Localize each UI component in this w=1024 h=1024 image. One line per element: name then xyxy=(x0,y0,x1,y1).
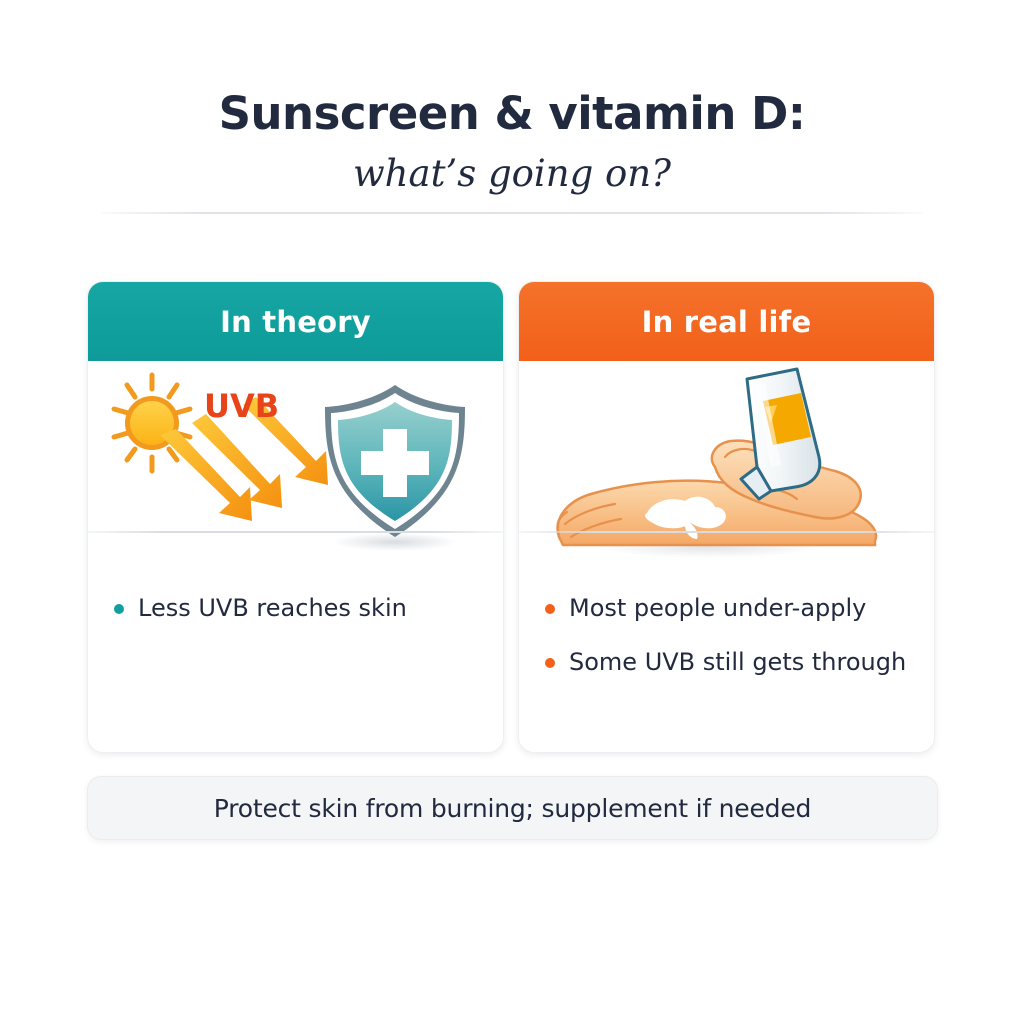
page-title-subtitle: what’s going on? xyxy=(353,151,671,195)
card-header-in-real-life: In real life xyxy=(519,282,934,361)
sunscreen-drip-icon xyxy=(685,522,698,539)
bullet-dot-icon xyxy=(545,604,555,614)
sunscreen-tube-icon xyxy=(739,367,822,501)
bullet-dot-icon xyxy=(114,604,124,614)
hands-applying-sunscreen-graphic xyxy=(556,367,878,558)
illustration-baseline xyxy=(519,531,934,533)
card-in-real-life: In real life xyxy=(518,281,935,753)
page-title-main: Sunscreen & vitamin D: xyxy=(218,87,806,140)
list-item: Less UVB reaches skin xyxy=(114,593,477,625)
title-divider xyxy=(102,212,922,214)
lower-hand-fingers-icon xyxy=(556,502,623,539)
shield-shadow xyxy=(333,533,457,551)
card-header-in-theory: In theory xyxy=(88,282,503,361)
comparison-cards: In theory xyxy=(87,281,938,753)
bullet-label: Some UVB still gets through xyxy=(569,647,907,676)
sun-rays-icon xyxy=(111,372,193,474)
card-in-theory: In theory xyxy=(87,281,504,753)
bullet-dot-icon xyxy=(545,657,555,668)
sunscreen-blob-icon xyxy=(645,496,726,529)
bullet-label: Most people under-apply xyxy=(569,594,867,622)
illustration-baseline xyxy=(88,531,503,533)
illustration-sun-shield: UVB xyxy=(88,361,503,571)
takeaway-text: Protect skin from burning; supplement if… xyxy=(213,793,812,823)
page-title: Sunscreen & vitamin D: what’s going on? xyxy=(0,88,1024,196)
bullet-label: Less UVB reaches skin xyxy=(138,594,407,622)
bullet-list-in-theory: Less UVB reaches skin xyxy=(88,571,503,752)
uvb-label: UVB xyxy=(204,387,279,425)
illustration-hands-sunscreen xyxy=(519,361,934,571)
takeaway-banner: Protect skin from burning; supplement if… xyxy=(87,776,938,840)
list-item: Some UVB still gets through xyxy=(545,647,908,679)
shield-cross-icon xyxy=(361,429,429,497)
sun-uvb-shield-graphic: UVB xyxy=(111,372,465,551)
uvb-arrows-icon xyxy=(160,397,328,521)
list-item: Most people under-apply xyxy=(545,593,908,625)
bullet-list-in-real-life: Most people under-apply Some UVB still g… xyxy=(519,571,934,752)
